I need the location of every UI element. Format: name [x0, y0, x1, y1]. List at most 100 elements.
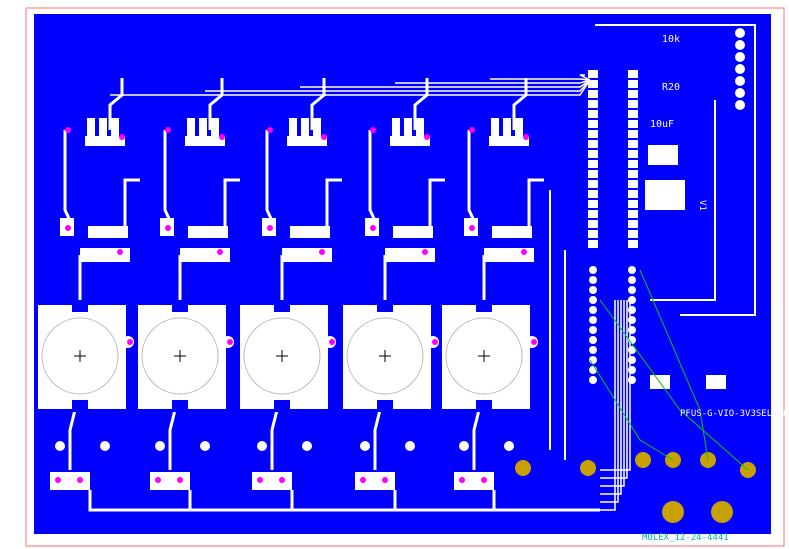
via	[321, 134, 327, 140]
ratsnest-line	[589, 359, 674, 461]
molex-pad	[711, 501, 733, 523]
header-pin	[588, 90, 598, 98]
header-pin	[628, 266, 636, 274]
transistor-pad	[187, 118, 195, 136]
trace	[208, 78, 224, 130]
mosfet-tab	[282, 248, 332, 262]
transistor-pad	[111, 118, 119, 136]
mosfet-pad	[188, 226, 228, 238]
transistor-pad	[392, 118, 400, 136]
via	[217, 249, 223, 255]
via	[117, 249, 123, 255]
right-header-pin	[735, 28, 745, 38]
led-tab-top	[377, 300, 393, 312]
via	[219, 134, 225, 140]
signal-trace	[300, 79, 591, 88]
via	[459, 477, 465, 483]
trace	[492, 490, 600, 512]
header-pin	[628, 110, 638, 118]
led-center-mark	[379, 350, 391, 362]
lower-connector	[50, 472, 90, 490]
header-pin	[628, 296, 636, 304]
lower-pad	[302, 441, 312, 451]
resistor-pad	[489, 136, 529, 146]
led-tab-bottom	[72, 400, 88, 412]
components	[50, 28, 756, 523]
header-pin	[589, 306, 597, 314]
via	[267, 225, 273, 231]
via	[267, 127, 273, 133]
transistor-pad	[99, 118, 107, 136]
led-tab-top	[72, 300, 88, 312]
via	[319, 249, 325, 255]
transistor-pad	[515, 118, 523, 136]
lower-pad	[155, 441, 165, 451]
header-pin	[628, 316, 636, 324]
lower-connector	[355, 472, 395, 490]
header-pin	[589, 336, 597, 344]
via	[119, 134, 125, 140]
bus-trace	[600, 300, 619, 503]
header-pin	[628, 346, 636, 354]
header-pin	[588, 190, 598, 198]
connector-label: MOLEX_12-24-4441	[642, 533, 729, 543]
header-pin	[628, 366, 636, 374]
copper-pour	[34, 14, 771, 534]
header-pin	[628, 286, 636, 294]
via	[155, 477, 161, 483]
header-pin	[628, 326, 636, 334]
led-center-mark	[74, 350, 86, 362]
via	[257, 477, 263, 483]
header-pin	[628, 306, 636, 314]
header-pin	[628, 180, 638, 188]
transistor-pad	[87, 118, 95, 136]
right-header-pin	[735, 100, 745, 110]
via	[481, 477, 487, 483]
r20-value-label: 10k	[662, 34, 680, 45]
header-pin	[628, 160, 638, 168]
header-pin	[589, 286, 597, 294]
header-pin	[628, 140, 638, 148]
right-header-pin	[735, 76, 745, 86]
led-tab-top	[274, 300, 290, 312]
resistor-pad	[85, 136, 125, 146]
lower-connector	[150, 472, 190, 490]
smd-pad	[706, 375, 726, 389]
bus-trace	[600, 300, 628, 479]
lower-pad	[459, 441, 469, 451]
cap-value-label: 10uF	[650, 119, 674, 130]
lower-pad	[55, 441, 65, 451]
vias	[55, 127, 537, 483]
via	[523, 134, 529, 140]
header-pin	[589, 326, 597, 334]
signal-trace	[395, 79, 591, 84]
led-tab-bottom	[172, 400, 188, 412]
trace	[108, 78, 124, 130]
header-pin	[589, 276, 597, 284]
via	[329, 339, 335, 345]
via	[65, 225, 71, 231]
bus-trace	[600, 300, 625, 487]
header-pin	[628, 230, 638, 238]
header-pin	[588, 100, 598, 108]
terminal-pad	[635, 452, 651, 468]
header-pin	[628, 376, 636, 384]
header-pin	[628, 240, 638, 248]
header-pin	[628, 210, 638, 218]
right-header-pin	[735, 40, 745, 50]
header-pin	[628, 80, 638, 88]
header-pin	[628, 276, 636, 284]
header-pin	[588, 110, 598, 118]
header-pin	[628, 356, 636, 364]
header-pin	[588, 70, 598, 78]
via	[469, 225, 475, 231]
header-pin	[589, 376, 597, 384]
right-header-pin	[735, 52, 745, 62]
ratsnest-line	[639, 269, 709, 461]
board-outline	[25, 7, 785, 547]
mosfet-tab	[484, 248, 534, 262]
ratsnest-line	[599, 299, 749, 471]
via	[370, 127, 376, 133]
header-pin	[628, 220, 638, 228]
signal-trace	[579, 74, 591, 81]
